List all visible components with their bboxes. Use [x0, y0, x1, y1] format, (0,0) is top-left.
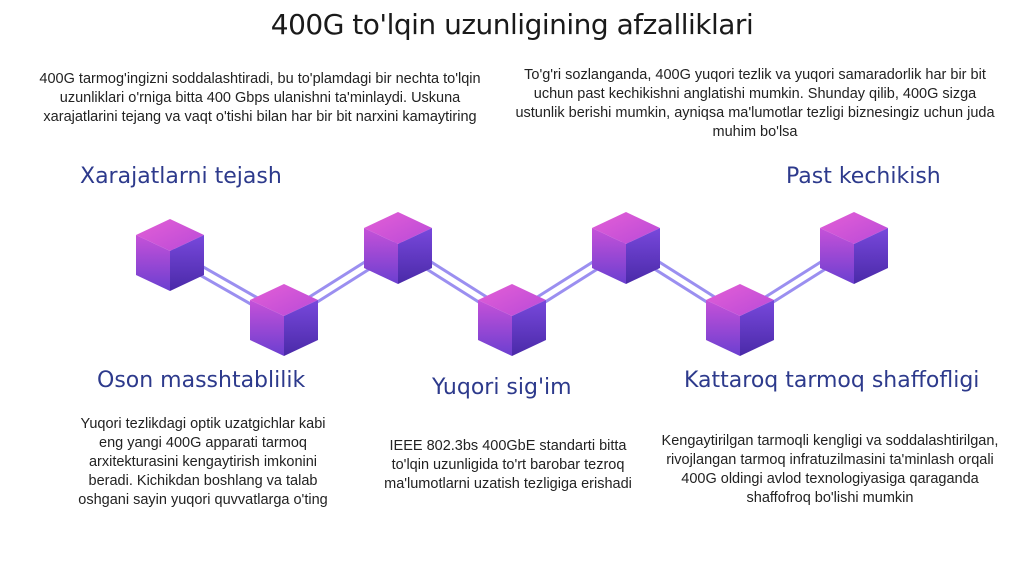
- cube-left-face: [136, 235, 170, 291]
- cube-1: [136, 219, 204, 291]
- network-transparency-heading: Kattaroq tarmoq shaffofligi: [684, 368, 980, 393]
- high-capacity-description: IEEE 802.3bs 400GbE standarti bitta to'l…: [384, 438, 632, 492]
- cube-left-face: [820, 228, 854, 284]
- cube-4: [478, 284, 546, 356]
- cube-right-face: [398, 228, 432, 284]
- cube-right-face: [740, 300, 774, 356]
- network-transparency-description: Kengaytirilgan tarmoqli kengligi va sodd…: [661, 433, 999, 506]
- easy-scaling-heading: Oson masshtablilik: [97, 368, 306, 393]
- cube-left-face: [706, 300, 740, 356]
- low-latency-heading: Past kechikish: [786, 164, 941, 189]
- cost-savings-heading: Xarajatlarni tejash: [80, 164, 282, 189]
- low-latency-description: To'g'ri sozlanganda, 400G yuqori tezlik …: [515, 67, 995, 140]
- cube-left-face: [592, 228, 626, 284]
- cube-right-face: [854, 228, 888, 284]
- easy-scaling-description: Yuqori tezlikdagi optik uzatgichlar kabi…: [78, 416, 328, 508]
- cube-2: [250, 284, 318, 356]
- cube-left-face: [478, 300, 512, 356]
- cube-left-face: [250, 300, 284, 356]
- cost-savings-description: 400G tarmog'ingizni soddalashtiradi, bu …: [39, 71, 481, 125]
- cube-5: [592, 212, 660, 284]
- cube-right-face: [284, 300, 318, 356]
- cubes: [136, 212, 888, 356]
- cube-right-face: [512, 300, 546, 356]
- cube-7: [820, 212, 888, 284]
- high-capacity-heading: Yuqori sig'im: [432, 375, 572, 400]
- cube-3: [364, 212, 432, 284]
- cube-right-face: [170, 235, 204, 291]
- cube-right-face: [626, 228, 660, 284]
- page-title: 400G to'lqin uzunligining afzalliklari: [270, 8, 754, 41]
- cube-6: [706, 284, 774, 356]
- cube-left-face: [364, 228, 398, 284]
